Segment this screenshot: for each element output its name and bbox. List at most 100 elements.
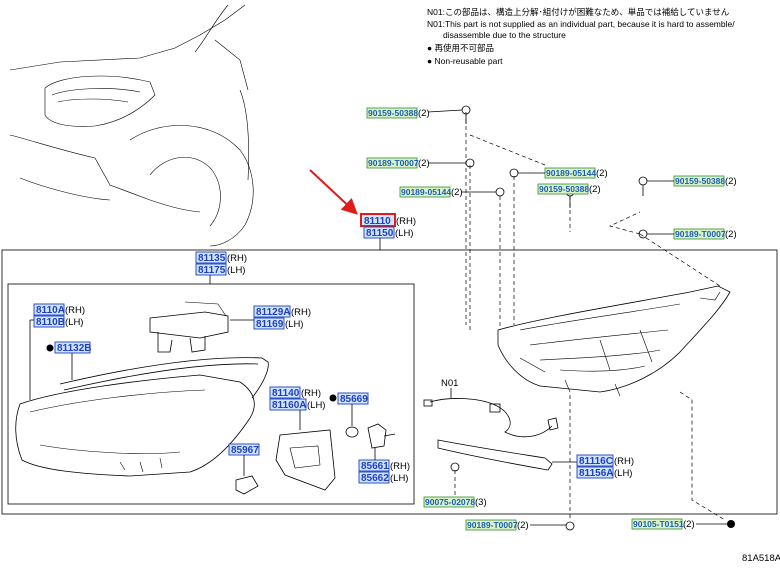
note-n01-en-2: disassemble due to the structure [443,30,566,40]
nonreusable-dot-icon [46,344,54,352]
bracket-81129A-drawing [149,301,229,353]
highlight-arrow [309,169,358,215]
callout-85662[interactable]: 85662 (LH) [358,471,408,484]
callout-81156A[interactable]: 81156A (LH) [576,466,632,479]
fastener-90189-05144-b[interactable]: 90189-05144 (2) [399,186,463,198]
diagram-code: 81A518A [742,553,780,564]
fastener-qty: (2) [725,176,737,187]
assembly-outer-frame [1,249,778,515]
nut-icon [565,521,575,531]
fastener-number: 90189-T0007 [675,229,726,239]
side-8110A: (RH) [65,305,85,316]
callout-81140[interactable]: 81140 (RH) [269,386,321,399]
fastener-90159-50388-c[interactable]: 90159-50388 (2) [673,175,737,187]
headlamp-lens-drawing [15,357,269,477]
fastener-number: 90075-02078 [425,497,475,507]
fastener-number: 90189-T0007 [467,520,518,530]
bezel-81116C-drawing [437,439,553,471]
notes-block: N01:この部品は、構造上分解･組付けが困難なため、単品では補給していません N… [427,7,735,66]
side-81169: (LH) [285,319,303,330]
fastener-leaders [454,112,726,521]
fastener-90189-T0007-a[interactable]: 90189-T0007 (2) [366,157,430,169]
assembly-inner-frame [7,283,415,505]
callout-81175[interactable]: 81175 (LH) [195,263,245,276]
side-81140: (RH) [301,388,321,399]
side-8110B: (LH) [65,317,83,328]
fastener-qty: (2) [517,520,529,531]
wire-harness-drawing [423,398,559,438]
part-number-81156A: 81156A [579,468,613,479]
side-81150: (LH) [395,228,413,239]
callout-81116C[interactable]: 81116C (RH) [576,454,634,467]
part-number-81169: 81169 [256,319,284,330]
note-nonreusable-en: ● Non-reusable part [427,56,503,66]
screw-icon [509,168,519,178]
bulb-socket-drawing [367,423,396,449]
part-number-81175: 81175 [198,265,226,276]
fastener-90189-05144-a[interactable]: 90189-05144 (2) [544,167,608,179]
side-81160A: (LH) [307,400,325,411]
bulb-85967-drawing [235,475,259,495]
callout-81169[interactable]: 81169 (LH) [253,317,303,330]
callout-81150[interactable]: 81150 (LH) [363,226,413,239]
callout-85661[interactable]: 85661 (RH) [358,459,410,472]
note-n01-jp: N01:この部品は、構造上分解･組付けが困難なため、単品では補給していません [427,7,730,17]
part-number-8110A: 8110A [36,305,65,316]
oring-85669-drawing [345,426,359,438]
fastener-qty: (2) [418,108,430,119]
callout-85669[interactable]: 85669 [329,392,369,405]
part-number-81140: 81140 [272,388,300,399]
fastener-90159-50388-b[interactable]: 90159-50388 (2) [537,183,601,195]
callout-81135[interactable]: 81135 (RH) [195,251,247,264]
side-81110: (RH) [396,216,416,227]
note-n01-en-1: N01:This part is not supplied as an indi… [427,19,735,29]
side-81135: (RH) [227,253,247,264]
fastener-90159-50388-a[interactable]: 90159-50388 (2) [366,107,430,119]
fastener-symbols [450,105,735,531]
callout-8110B[interactable]: 8110B (LH) [33,315,83,328]
part-number-81135: 81135 [198,253,226,264]
part-number-85967: 85967 [231,445,259,456]
side-81116C: (RH) [614,456,634,467]
fastener-qty: (2) [589,184,601,195]
fastener-90075-02078[interactable]: 90075-02078 (3) [423,496,487,508]
fastener-90105-T0151[interactable]: 90105-T0151 (2) [631,518,695,530]
nonreusable-dot-icon [329,394,337,402]
screw-icon [450,462,460,472]
part-number-8110B: 8110B [36,317,65,328]
part-number-81160A: 81160A [272,400,306,411]
side-81156A: (LH) [614,468,632,479]
fastener-qty: (2) [596,168,608,179]
clip-icon [727,520,735,528]
fastener-qty: (2) [725,229,737,240]
callout-81129A[interactable]: 81129A (RH) [253,305,311,318]
callout-81110[interactable]: 81110 (RH) [360,213,416,227]
fastener-number: 90189-05144 [546,168,596,178]
callout-8110A[interactable]: 8110A (RH) [33,303,85,316]
side-85662: (LH) [390,473,408,484]
vehicle-front-sketch [9,4,254,247]
bracket-81140-drawing [275,429,336,491]
fastener-90189-T0007-c[interactable]: 90189-T0007 (2) [465,519,529,531]
part-number-81129A: 81129A [256,307,290,318]
screw-icon [495,187,505,197]
part-number-81150: 81150 [366,228,394,239]
fastener-90189-T0007-b[interactable]: 90189-T0007 (2) [673,228,737,240]
fastener-qty: (2) [683,519,695,530]
fastener-qty: (2) [451,187,463,198]
callout-81132B[interactable]: 81132B [46,341,92,354]
bolt-icon [638,176,648,186]
part-number-81110: 81110 [364,216,391,227]
note-label-n01: N01 [441,378,458,389]
side-81129A: (RH) [291,307,311,318]
part-number-81132B: 81132B [57,343,91,354]
fastener-number: 90159-50388 [368,108,418,118]
fastener-number: 90189-05144 [401,187,451,197]
headlamp-assembly-drawing [497,285,731,397]
fastener-number: 90159-50388 [539,184,589,194]
part-number-85669: 85669 [340,394,368,405]
part-number-85661: 85661 [361,461,389,472]
callout-85967[interactable]: 85967 [228,443,260,456]
callout-81160A[interactable]: 81160A (LH) [269,398,325,411]
